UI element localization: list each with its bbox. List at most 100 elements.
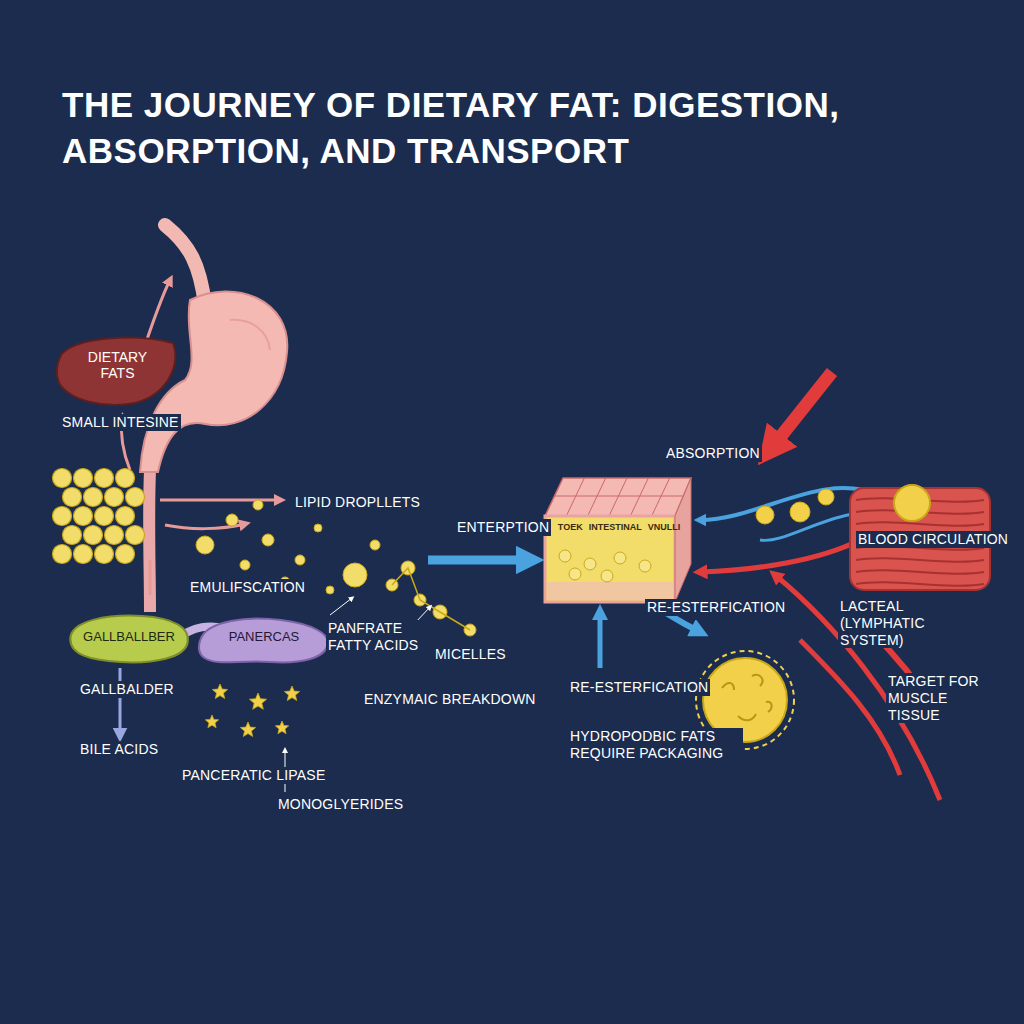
chylomicron-detail	[722, 675, 772, 720]
lipid-droplets	[196, 500, 476, 636]
lipid-droplet	[196, 536, 214, 554]
lipase-star	[249, 693, 266, 709]
annotation-label: PANCERATIC LIPASE	[180, 767, 327, 784]
red-arrow	[770, 372, 832, 450]
fat-globule	[126, 488, 145, 507]
villi-surface	[545, 478, 691, 516]
annotation-label: EMULIFSCATION	[188, 579, 307, 596]
liver-outline	[57, 338, 175, 405]
label-holder: RE-ESTERFICATION	[568, 678, 738, 696]
bile-arrow	[119, 668, 122, 735]
liver: DIETARY FATS	[55, 335, 180, 407]
striation	[856, 570, 984, 573]
label-holder: LIPID DROPLLETS	[293, 493, 453, 511]
fat-globule	[84, 488, 103, 507]
annotation-label: ABSORPTION	[664, 445, 762, 462]
annotation-label: LIPID DROPLLETS	[293, 494, 422, 511]
label-holder: PANCERATIC LIPASE	[180, 766, 380, 784]
label-holder: LACTEAL (LYMPHATIC SYSTEM)	[838, 598, 988, 649]
red-line	[800, 640, 900, 775]
stomach-fold	[230, 320, 270, 350]
annotation-label: BLOOD CIRCULATION	[856, 531, 1010, 548]
label-holder: HYDROPODBIC FATS REQUIRE PACKAGING	[568, 728, 743, 762]
lipid-droplet	[314, 524, 322, 532]
intestine-tube	[143, 470, 156, 612]
leader-line	[330, 598, 352, 615]
lipid-droplet	[370, 540, 380, 550]
intestinal-villi-block: TOEK INTESTINAL VNULLI	[545, 476, 693, 604]
pancreas-outline	[199, 619, 328, 663]
label-holder: ABSORPTION	[664, 444, 784, 462]
organ-label: PANERCAS	[229, 630, 300, 645]
annotation-label: SMALL INTESINE	[60, 414, 181, 431]
label-holder: SMALL INTESINE	[60, 413, 220, 431]
fat-cluster	[53, 469, 145, 564]
title: THE JOURNEY OF DIETARY FAT: DIGESTION, A…	[62, 82, 942, 174]
label-holder: EMULIFSCATION	[188, 578, 348, 596]
fat-globule	[84, 526, 103, 545]
label-holder: TARGET FOR MUSCLE TISSUE	[886, 673, 996, 724]
annotation-label: GALLBALDER	[78, 681, 176, 698]
lipid-droplet	[262, 534, 274, 546]
blood-vessel	[700, 540, 860, 572]
striation	[856, 522, 984, 525]
pancreas: PANERCAS	[196, 610, 332, 668]
label-holder: ENTERPTION	[455, 518, 575, 536]
label-holder: ENZYMAIC BREAKDOWN	[362, 690, 562, 708]
annotation-label: TARGET FOR MUSCLE TISSUE	[886, 673, 996, 723]
lipid-droplet	[226, 514, 238, 526]
lipase-star	[284, 686, 299, 700]
lipase-star	[205, 715, 218, 728]
villi-line	[609, 478, 627, 516]
chylomicron	[756, 506, 774, 524]
chylomicron	[790, 502, 810, 522]
annotation-label: BILE ACIDS	[78, 741, 160, 758]
label-holder: BILE ACIDS	[78, 740, 208, 758]
fat-globule	[63, 488, 82, 507]
label-holder: BLOOD CIRCULATION	[856, 530, 1016, 548]
fat-globule	[105, 526, 124, 545]
annotation-label: RE-ESTERFICATION	[645, 599, 787, 616]
lipid-droplet	[326, 586, 334, 594]
annotation-label: ENTERPTION	[455, 519, 551, 536]
enterption-arrow	[428, 556, 530, 565]
fat-globule	[74, 507, 93, 526]
annotation-label: ENZYMAIC BREAKDOWN	[362, 691, 538, 708]
annotation-label: PANFRATE FATTY ACIDS	[326, 620, 426, 654]
title-block: THE JOURNEY OF DIETARY FAT: DIGESTION, A…	[62, 82, 942, 174]
intestinal-villi-block-shape	[545, 476, 693, 604]
villi-side	[675, 478, 691, 602]
fat-globule	[116, 469, 135, 488]
lipase-enzymes	[205, 684, 299, 736]
submucosa	[547, 582, 673, 600]
fat-globule	[95, 507, 114, 526]
lipid-droplet	[253, 500, 263, 510]
striation	[856, 558, 984, 561]
label-holder: RE-ESTERFICATION	[645, 598, 815, 616]
gallbladder-outline	[70, 616, 188, 663]
fat-globule	[116, 507, 135, 526]
tissue-label: VNULLI	[648, 522, 681, 532]
villi-line	[652, 478, 670, 516]
lipid-droplet	[240, 560, 250, 570]
organ-label: DIETARY FATS	[78, 349, 158, 381]
fat-globule	[559, 550, 571, 562]
fat-globule	[584, 558, 596, 570]
tissue-label: TOEK	[558, 522, 583, 532]
fat-droplet	[894, 485, 930, 521]
annotation-label: RE-ESTERFICATION	[568, 679, 710, 696]
fat-globule	[105, 488, 124, 507]
annotation-label: MICELLES	[433, 646, 508, 663]
fat-globule	[95, 469, 114, 488]
label-holder: GALLBALDER	[78, 680, 208, 698]
flow-arrow	[149, 560, 152, 595]
tissue-label: INTESTINAL	[589, 522, 642, 532]
fat-globule	[95, 545, 114, 564]
flow-arrow	[160, 499, 280, 502]
organ-label: GALLBALLBER	[83, 630, 175, 645]
lipid-droplet	[295, 555, 305, 565]
fat-globule	[53, 545, 72, 564]
fat-globule	[53, 469, 72, 488]
lipase-star	[212, 684, 227, 698]
